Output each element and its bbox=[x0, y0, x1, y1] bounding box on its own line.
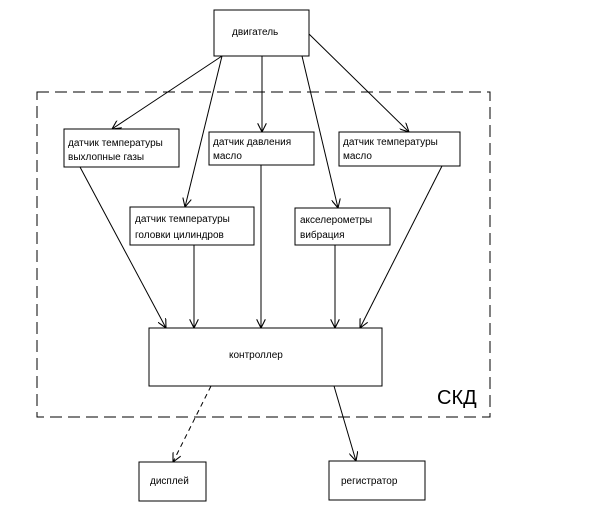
edge-sensor-exhaust-to-controller bbox=[79, 166, 166, 328]
node-engine: двигатель bbox=[213, 9, 310, 57]
node-sensor-vibration: акселерометры вибрация bbox=[294, 207, 391, 246]
edge-controller-to-recorder bbox=[333, 385, 356, 461]
node-engine-line-1: двигатель bbox=[232, 27, 278, 38]
node-sensor-cylinder-heads-line-2: головки цилиндров bbox=[135, 230, 224, 241]
node-display-line-1: дисплей bbox=[150, 476, 189, 487]
node-sensor-vibration-line-2: вибрация bbox=[300, 229, 344, 241]
edge-engine-to-sensor-oil-temp bbox=[308, 33, 409, 132]
system-boundary bbox=[36, 91, 491, 418]
edge-engine-to-sensor-exhaust bbox=[112, 55, 223, 129]
node-sensor-exhaust-line-2: выхлопные газы bbox=[68, 152, 144, 163]
system-label: СКД bbox=[437, 387, 477, 409]
node-display: дисплей bbox=[138, 461, 207, 502]
edge-engine-to-sensor-cylinder-heads bbox=[185, 55, 223, 207]
edge-controller-to-display bbox=[173, 385, 212, 462]
node-sensor-oil-temp: датчик температуры масло bbox=[338, 131, 461, 167]
edge-sensor-oil-temp-to-controller bbox=[360, 165, 443, 328]
edges-layer bbox=[79, 33, 443, 462]
node-sensor-oil-pressure-line-2: масло bbox=[213, 151, 242, 162]
node-sensor-oil-pressure-line-1: датчик давления bbox=[213, 137, 291, 148]
node-sensor-cylinder-heads-line-1: датчик температуры bbox=[135, 214, 230, 225]
node-sensor-exhaust: датчик температуры выхлопные газы bbox=[63, 128, 180, 168]
node-sensor-cylinder-heads: датчик температуры головки цилиндров bbox=[129, 206, 255, 246]
node-controller: контроллер bbox=[148, 327, 383, 387]
node-sensor-vibration-line-1: акселерометры bbox=[300, 215, 372, 226]
node-recorder: регистратор bbox=[328, 460, 426, 501]
node-controller-line-1: контроллер bbox=[229, 350, 283, 361]
node-sensor-exhaust-line-1: датчик температуры bbox=[68, 138, 163, 149]
node-sensor-oil-temp-line-2: масло bbox=[343, 151, 372, 162]
node-sensor-oil-pressure: датчик давления масло bbox=[208, 131, 315, 166]
edge-engine-to-sensor-vibration bbox=[301, 55, 338, 208]
node-recorder-line-1: регистратор bbox=[341, 476, 398, 487]
node-sensor-oil-temp-line-1: датчик температуры bbox=[343, 137, 438, 148]
